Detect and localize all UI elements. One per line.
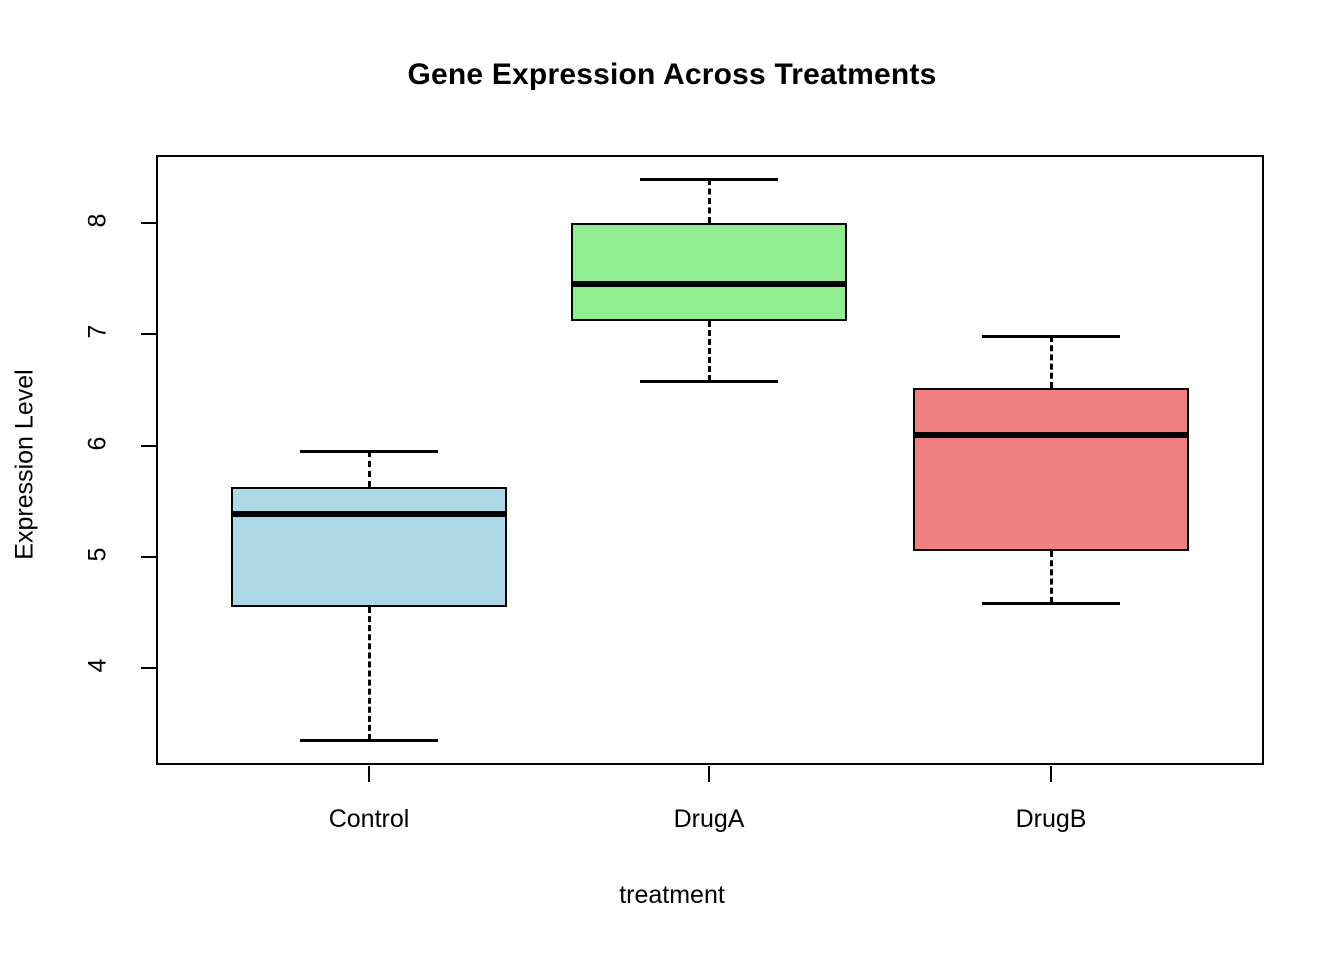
x-axis-tick-label: DrugB: [1015, 805, 1087, 833]
whisker-lower: [708, 320, 711, 381]
y-axis-tick-mark: [141, 222, 157, 224]
y-axis-tick-mark: [141, 333, 157, 336]
whisker-lower: [1050, 551, 1053, 604]
whisker-cap-upper: [640, 177, 778, 181]
box-druga[interactable]: [571, 223, 847, 321]
y-axis-tick-label: 7: [83, 324, 112, 339]
median-line-druga: [571, 281, 847, 288]
whisker-cap-upper: [300, 450, 438, 454]
whisker-upper: [1050, 336, 1053, 388]
x-axis-tick-mark: [1050, 766, 1052, 782]
y-axis-tick-mark: [141, 667, 157, 669]
y-axis-tick-mark: [141, 555, 157, 558]
box-drugb[interactable]: [913, 387, 1189, 552]
box-control[interactable]: [231, 486, 507, 607]
y-axis-tick-mark: [141, 444, 157, 447]
whisker-upper: [708, 178, 711, 223]
x-axis-tick-label: DrugA: [673, 805, 745, 833]
y-axis-tick-label: 5: [83, 547, 112, 562]
x-axis-tick-mark: [368, 766, 370, 782]
x-axis-tick-mark: [708, 766, 710, 782]
whisker-cap-lower: [640, 379, 778, 383]
whisker-lower: [368, 606, 371, 741]
whisker-cap-upper: [982, 335, 1120, 339]
whisker-cap-lower: [982, 602, 1120, 606]
whisker-cap-lower: [300, 739, 438, 743]
median-line-drugb: [913, 432, 1189, 439]
whisker-upper: [368, 451, 371, 487]
page-title: Gene Expression Across Treatments: [407, 58, 937, 91]
y-axis-tick-label: 8: [83, 213, 112, 228]
y-axis-tick-label: 4: [83, 658, 112, 673]
x-axis-title: treatment: [619, 881, 725, 909]
x-axis-tick-label: Control: [328, 805, 410, 833]
y-axis-tick-label: 6: [83, 436, 112, 450]
median-line-control: [231, 511, 507, 518]
